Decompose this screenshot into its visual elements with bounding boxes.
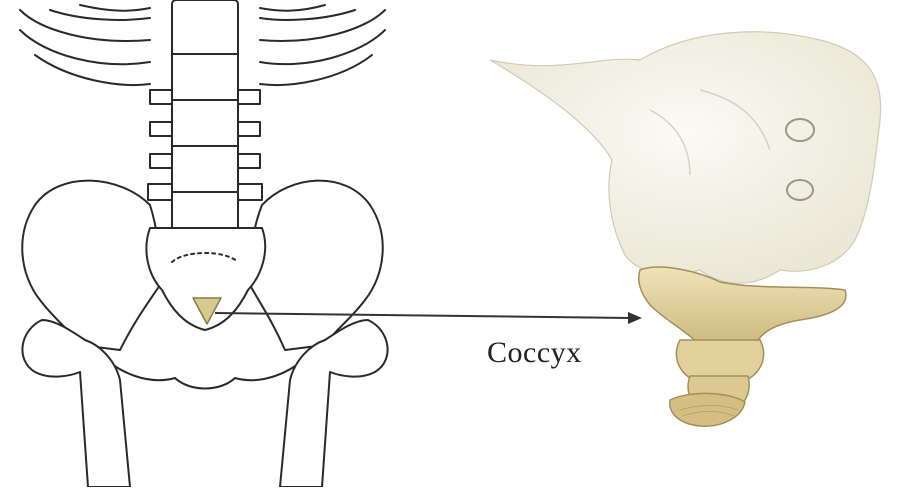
right-ribs	[260, 5, 385, 85]
left-ribs	[20, 5, 150, 85]
spine-column	[172, 0, 238, 236]
coccyx-segment-2	[676, 340, 763, 378]
left-processes	[148, 90, 172, 200]
sacrum-closeup	[490, 32, 881, 283]
sacrum-bone	[490, 32, 881, 283]
right-processes	[238, 90, 262, 200]
skeleton-illustration	[20, 0, 388, 487]
coccyx-closeup	[639, 267, 846, 426]
pelvic-floor	[95, 350, 315, 389]
coccyx-label: Coccyx	[487, 336, 582, 370]
